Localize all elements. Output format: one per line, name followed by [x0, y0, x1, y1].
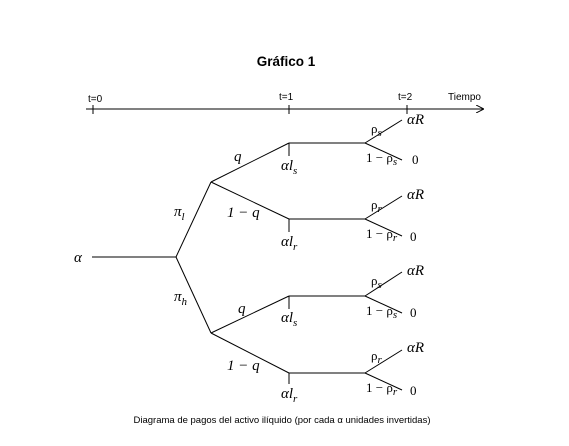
branch3-rho-edge	[364, 271, 403, 297]
lower-q-label: q	[238, 301, 246, 317]
branch2-payoff-zero: 0	[410, 229, 417, 244]
branch1-payoff-zero: 0	[412, 152, 419, 167]
branch3-payoff: αls	[281, 310, 297, 329]
branch4-rho-edge	[364, 349, 403, 374]
branch1-payoff-high: αR	[407, 112, 424, 128]
branch3-payoff-zero: 0	[410, 305, 417, 320]
branch4-1mrho-edge	[364, 372, 403, 391]
pi-l-label: πl	[174, 204, 185, 223]
upper-q-label: q	[234, 149, 242, 165]
branch2-rho-edge	[364, 195, 403, 220]
edge-pi-l	[175, 181, 212, 258]
branch3-1mrho-edge	[364, 295, 403, 314]
branch1-rho-label: ρs	[371, 121, 382, 139]
tick-label-t2: t=2	[398, 92, 413, 103]
branch2-1mrho-edge	[364, 218, 403, 237]
branch1-payoff: αls	[281, 158, 297, 177]
branch3-1mrho-label: 1 − ρs	[366, 303, 397, 321]
time-axis-label: Tiempo	[448, 92, 481, 103]
tick-label-t0: t=0	[88, 94, 103, 105]
lower-1mq-label: 1 − q	[227, 358, 260, 374]
branch1-1mrho-label: 1 − ρs	[366, 150, 397, 168]
branch1-1mrho-edge	[364, 142, 403, 161]
edge-upper-1mq	[210, 181, 290, 220]
figure-caption: Diagrama de pagos del activo ilíquido (p…	[134, 415, 431, 426]
branch4-rho-label: ρr	[371, 348, 383, 366]
tick-label-t1: t=1	[279, 92, 294, 103]
branch4-payoff-zero: 0	[410, 383, 417, 398]
branch4-1mrho-label: 1 − ρr	[366, 380, 398, 398]
edge-lower-q	[210, 295, 290, 334]
branch1-rho-edge	[364, 119, 403, 144]
branch3-payoff-high: αR	[407, 263, 424, 279]
branch2-payoff: αlr	[281, 234, 298, 253]
edge-lower-1mq	[210, 332, 290, 374]
edge-upper-q	[210, 142, 290, 183]
branch2-payoff-high: αR	[407, 187, 424, 203]
branch4-payoff-high: αR	[407, 340, 424, 356]
branch4-payoff: αlr	[281, 386, 298, 405]
branch2-1mrho-label: 1 − ρr	[366, 226, 398, 244]
branch3-rho-label: ρs	[371, 273, 382, 291]
upper-1mq-label: 1 − q	[227, 205, 260, 221]
chart-title: Gráfico 1	[257, 54, 316, 69]
edge-pi-h	[175, 256, 212, 334]
branch2-rho-label: ρr	[371, 197, 383, 215]
pi-h-label: πh	[174, 289, 188, 308]
root-label: α	[74, 250, 83, 266]
